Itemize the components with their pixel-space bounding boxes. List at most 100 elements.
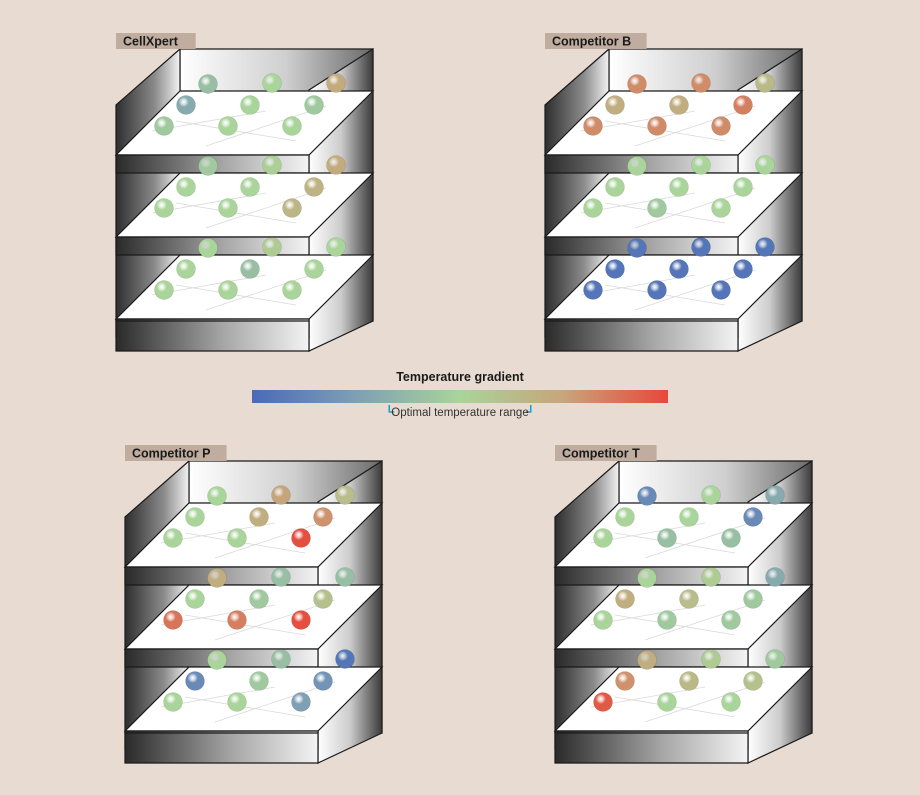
sample-sphere: [335, 485, 355, 505]
shelf-1: [553, 485, 814, 586]
sample-sphere: [271, 567, 291, 587]
sample-sphere: [615, 671, 635, 691]
sample-sphere: [627, 238, 647, 258]
sample-sphere: [282, 198, 302, 218]
sample-sphere: [755, 73, 775, 93]
sample-sphere: [154, 280, 174, 300]
sample-sphere: [240, 95, 260, 115]
sample-sphere: [326, 73, 346, 93]
incubator-1: CellXpert: [114, 33, 375, 352]
sample-sphere: [657, 528, 677, 548]
sample-sphere: [176, 259, 196, 279]
sample-sphere: [605, 95, 625, 115]
sample-sphere: [605, 177, 625, 197]
sample-sphere: [291, 610, 311, 630]
sample-sphere: [304, 177, 324, 197]
sample-sphere: [262, 237, 282, 257]
incubator-label: Competitor T: [562, 447, 640, 461]
base-front: [544, 320, 739, 352]
sample-sphere: [583, 116, 603, 136]
incubator-label: Competitor P: [132, 447, 210, 461]
sample-sphere: [282, 116, 302, 136]
sample-sphere: [198, 74, 218, 94]
sample-sphere: [711, 198, 731, 218]
sample-sphere: [207, 568, 227, 588]
incubator-label-tab: [116, 33, 196, 49]
incubator-label: CellXpert: [123, 35, 179, 49]
sample-sphere: [249, 671, 269, 691]
sample-sphere: [765, 485, 785, 505]
sample-sphere: [721, 692, 741, 712]
sample-sphere: [711, 116, 731, 136]
sample-sphere: [755, 237, 775, 257]
sample-sphere: [218, 116, 238, 136]
sample-sphere: [627, 74, 647, 94]
optimal-range-label: Optimal temperature range: [391, 407, 528, 419]
incubator-label: Competitor B: [552, 35, 631, 49]
sample-sphere: [647, 116, 667, 136]
sample-sphere: [304, 95, 324, 115]
sample-sphere: [262, 73, 282, 93]
sample-sphere: [605, 259, 625, 279]
sample-sphere: [198, 238, 218, 258]
sample-sphere: [721, 610, 741, 630]
sample-sphere: [291, 528, 311, 548]
sample-sphere: [271, 485, 291, 505]
sample-sphere: [637, 568, 657, 588]
sample-sphere: [207, 486, 227, 506]
sample-sphere: [733, 177, 753, 197]
incubator-label-tab: [125, 445, 227, 461]
sample-sphere: [271, 649, 291, 669]
sample-sphere: [733, 259, 753, 279]
incubator-3: Competitor P: [123, 445, 384, 764]
sample-sphere: [313, 671, 333, 691]
sample-sphere: [583, 280, 603, 300]
sample-sphere: [593, 692, 613, 712]
sample-sphere: [679, 507, 699, 527]
base-front: [554, 732, 749, 764]
sample-sphere: [326, 155, 346, 175]
sample-sphere: [721, 528, 741, 548]
sample-sphere: [335, 649, 355, 669]
sample-sphere: [637, 486, 657, 506]
sample-sphere: [743, 671, 763, 691]
temperature-gradient-legend: Temperature gradient Optimal temperature…: [252, 370, 668, 419]
sample-sphere: [227, 610, 247, 630]
sample-sphere: [701, 567, 721, 587]
sample-sphere: [249, 589, 269, 609]
sample-sphere: [335, 567, 355, 587]
sample-sphere: [669, 259, 689, 279]
sample-sphere: [743, 589, 763, 609]
sample-sphere: [185, 671, 205, 691]
incubator-label-tab: [555, 445, 657, 461]
sample-sphere: [657, 692, 677, 712]
sample-sphere: [669, 95, 689, 115]
sample-sphere: [593, 610, 613, 630]
shelf-2: [553, 567, 814, 668]
base-front: [115, 320, 310, 352]
sample-sphere: [240, 177, 260, 197]
gradient-title: Temperature gradient: [396, 370, 524, 384]
sample-sphere: [647, 198, 667, 218]
sample-sphere: [227, 528, 247, 548]
sample-sphere: [207, 650, 227, 670]
sample-sphere: [176, 95, 196, 115]
sample-sphere: [304, 259, 324, 279]
incubator-2: Competitor B: [543, 33, 804, 352]
sample-sphere: [227, 692, 247, 712]
sample-sphere: [615, 507, 635, 527]
sample-sphere: [743, 507, 763, 527]
sample-sphere: [291, 692, 311, 712]
shelf-2: [123, 567, 384, 668]
sample-sphere: [218, 198, 238, 218]
sample-sphere: [185, 507, 205, 527]
sample-sphere: [701, 649, 721, 669]
sample-sphere: [637, 650, 657, 670]
sample-sphere: [669, 177, 689, 197]
sample-sphere: [240, 259, 260, 279]
sample-sphere: [765, 649, 785, 669]
sample-sphere: [755, 155, 775, 175]
sample-sphere: [163, 692, 183, 712]
sample-sphere: [176, 177, 196, 197]
sample-sphere: [198, 156, 218, 176]
